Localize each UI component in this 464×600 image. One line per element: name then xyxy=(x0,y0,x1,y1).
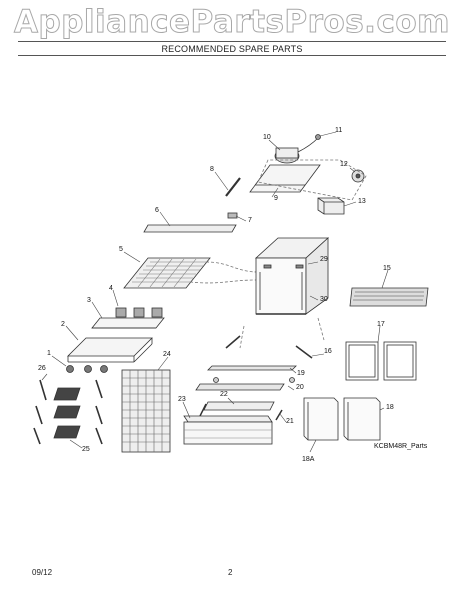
slide-strip-bottom xyxy=(195,383,285,391)
part-label-15: 15 xyxy=(383,265,391,272)
rod-right xyxy=(295,345,313,359)
page-title: RECOMMENDED SPARE PARTS xyxy=(161,44,303,54)
rod xyxy=(225,177,241,197)
shelf xyxy=(203,401,275,411)
door-left xyxy=(303,397,339,441)
drip-pan xyxy=(67,337,153,363)
part-label-8: 8 xyxy=(210,166,214,173)
part-label-7: 7 xyxy=(248,217,252,224)
part-label-30: 30 xyxy=(320,296,328,303)
drawer-front xyxy=(183,415,273,445)
pin-right xyxy=(275,409,283,421)
knobs xyxy=(66,365,108,373)
part-label-23: 23 xyxy=(178,396,186,403)
part-label-29: 29 xyxy=(320,256,328,263)
fan xyxy=(351,169,365,183)
oven-grates xyxy=(53,387,81,439)
part-label-19: 19 xyxy=(297,370,305,377)
part-label-16: 16 xyxy=(324,348,332,355)
leader-lines xyxy=(41,131,389,453)
oven-rack xyxy=(121,369,171,453)
control-box xyxy=(317,197,345,215)
part-label-25: 25 xyxy=(82,446,90,453)
part-label-10: 10 xyxy=(263,134,271,141)
part-label-20: 20 xyxy=(296,384,304,391)
part-label-18A: 18A xyxy=(302,456,315,463)
cabinet-frame xyxy=(254,237,330,315)
burners xyxy=(115,307,163,318)
rail xyxy=(143,224,237,233)
pin-left xyxy=(199,403,207,417)
part-label-6: 6 xyxy=(155,207,159,214)
slide-strip-top xyxy=(207,365,297,371)
part-label-3: 3 xyxy=(87,297,91,304)
part-label-17: 17 xyxy=(377,321,385,328)
part-label-22: 22 xyxy=(220,391,228,398)
part-label-12: 12 xyxy=(340,161,348,168)
part-label-4: 4 xyxy=(109,285,113,292)
part-label-9: 9 xyxy=(274,195,278,202)
grate xyxy=(123,257,211,289)
watermark: AppliancePartsPros.com xyxy=(14,4,450,41)
footer-page-number: 2 xyxy=(228,568,233,577)
part-label-2: 2 xyxy=(61,321,65,328)
top-tray xyxy=(91,317,165,329)
door-gaskets xyxy=(345,341,417,381)
mounting-plate xyxy=(249,164,321,193)
part-label-11: 11 xyxy=(335,127,343,134)
footer-date: 09/12 xyxy=(32,568,53,577)
part-label-21: 21 xyxy=(286,418,294,425)
clip xyxy=(227,212,238,219)
header-rule-bottom xyxy=(18,55,446,56)
door-right xyxy=(343,397,381,441)
condensing-unit xyxy=(274,134,321,164)
part-label-13: 13 xyxy=(358,198,366,205)
model-code-label: KCBM48R_Parts xyxy=(374,443,428,450)
side-rods xyxy=(33,379,103,445)
part-label-1: 1 xyxy=(47,350,51,357)
vent-panel xyxy=(349,287,429,307)
header-rule-top xyxy=(18,41,446,42)
part-label-18: 18 xyxy=(386,404,394,411)
part-label-5: 5 xyxy=(119,246,123,253)
part-label-26: 26 xyxy=(38,365,46,372)
part-label-24: 24 xyxy=(163,351,171,358)
rod-left xyxy=(225,335,241,349)
